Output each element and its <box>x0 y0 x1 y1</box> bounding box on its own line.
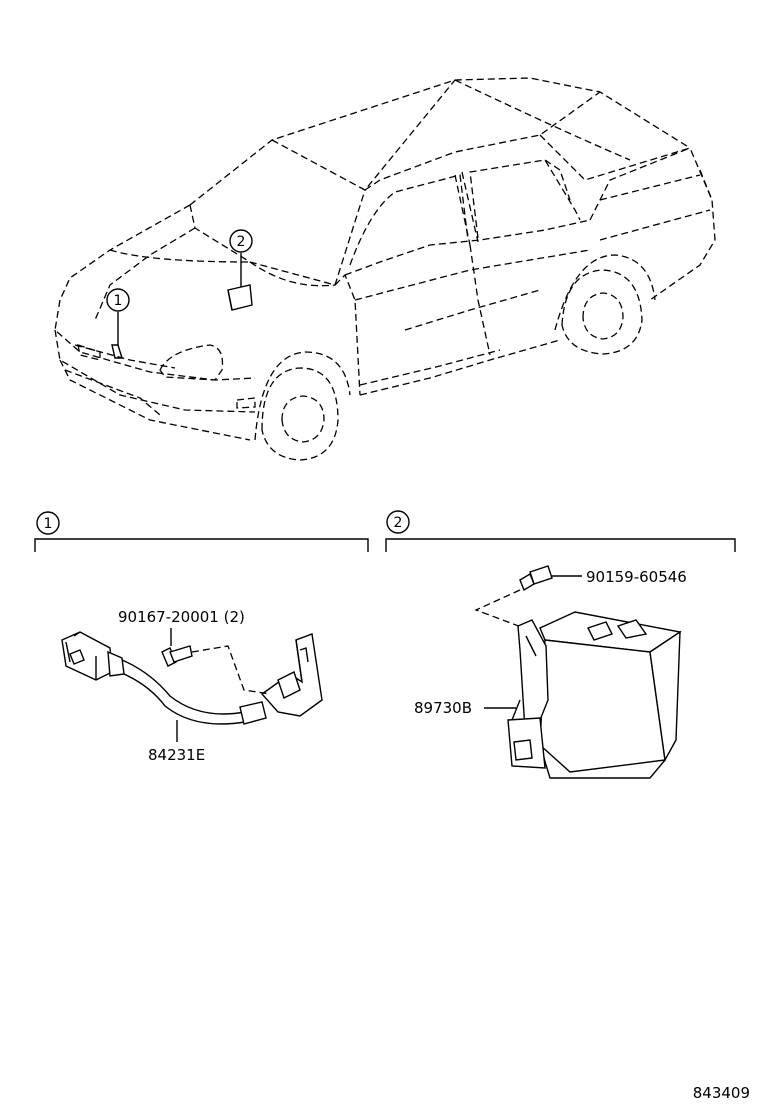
car-outline <box>54 77 716 461</box>
illustration-number: 843409 <box>693 1084 750 1102</box>
car-callout-1-number: 1 <box>114 293 123 309</box>
section-1-number: 1 <box>44 516 53 532</box>
section-2-number: 2 <box>394 515 403 531</box>
bolt-90167 <box>161 628 271 695</box>
car-callout-2-number: 2 <box>237 234 246 250</box>
car-callout-1: 1 <box>106 288 130 346</box>
bolt-90159-label: 90159-60546 <box>586 568 687 586</box>
module-label: 89730B <box>414 699 472 717</box>
bolt-90167-label: 90167-20001 (2) <box>118 608 245 626</box>
car-callout-2: 2 <box>229 229 253 287</box>
sensor-label: 84231E <box>148 746 205 764</box>
bolt-90159 <box>474 565 582 629</box>
section-1-header: 1 <box>34 511 369 552</box>
control-module <box>507 611 682 779</box>
section-2-header: 2 <box>385 510 736 552</box>
sensor-assembly <box>61 631 323 725</box>
